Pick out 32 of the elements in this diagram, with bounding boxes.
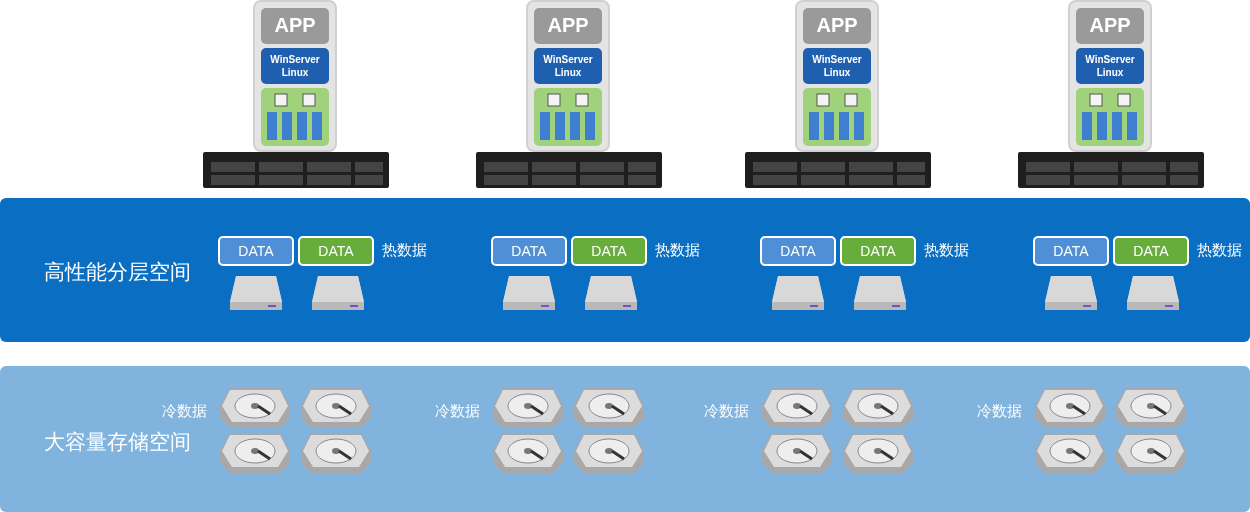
band-title: 大容量存储空间: [44, 429, 191, 455]
app-tile: APP: [803, 8, 871, 44]
data-block: DATA: [1033, 236, 1109, 266]
os-tile: WinServer Linux: [803, 48, 871, 84]
data-block: DATA: [840, 236, 916, 266]
hot-data-label: 热数据: [1197, 241, 1242, 260]
cold-data-label: 冷数据: [435, 402, 480, 421]
cold-data-label: 冷数据: [977, 402, 1022, 421]
data-block: DATA: [571, 236, 647, 266]
hot-data-label: 热数据: [655, 241, 700, 260]
server-stack-panel: [795, 0, 879, 152]
data-block: DATA: [218, 236, 294, 266]
os-tile: WinServer Linux: [261, 48, 329, 84]
server-stack-panel: [1068, 0, 1152, 152]
os-tile: WinServer Linux: [534, 48, 602, 84]
os-tile: WinServer Linux: [1076, 48, 1144, 84]
band-title: 高性能分层空间: [44, 259, 191, 285]
server-stack-panel: [253, 0, 337, 152]
app-tile: APP: [534, 8, 602, 44]
cold-data-label: 冷数据: [704, 402, 749, 421]
storage-band: [0, 198, 1250, 342]
cold-data-label: 冷数据: [162, 402, 207, 421]
app-tile: APP: [1076, 8, 1144, 44]
app-tile: APP: [261, 8, 329, 44]
hot-data-label: 热数据: [382, 241, 427, 260]
data-block: DATA: [760, 236, 836, 266]
data-block: DATA: [298, 236, 374, 266]
server-stack-panel: [526, 0, 610, 152]
data-block: DATA: [491, 236, 567, 266]
hot-data-label: 热数据: [924, 241, 969, 260]
storage-band: [0, 366, 1250, 512]
data-block: DATA: [1113, 236, 1189, 266]
